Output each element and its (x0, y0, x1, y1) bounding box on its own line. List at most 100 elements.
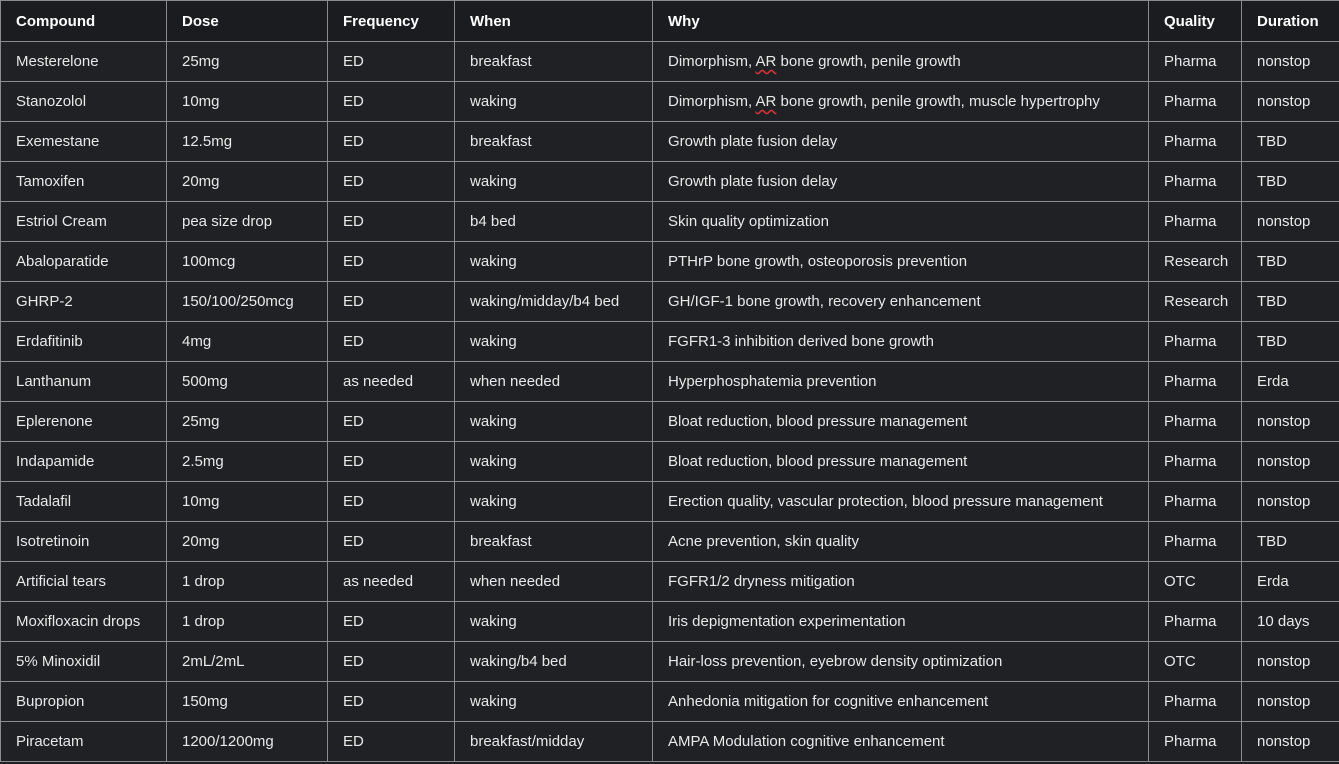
cell-when: when needed (454, 561, 653, 602)
cell-compound: 5% Minoxidil (0, 641, 167, 682)
cell-duration: TBD (1241, 521, 1339, 562)
cell-why: FGFR1-3 inhibition derived bone growth (652, 321, 1149, 362)
cell-dose: 10mg (166, 481, 328, 522)
cell-dose: 12.5mg (166, 121, 328, 162)
cell-duration: Erda (1241, 561, 1339, 602)
cell-frequency: ED (327, 641, 455, 682)
cell-compound: Tadalafil (0, 481, 167, 522)
cell-when: breakfast (454, 41, 653, 82)
cell-why: Growth plate fusion delay (652, 161, 1149, 202)
cell-duration: nonstop (1241, 681, 1339, 722)
cell-duration: TBD (1241, 321, 1339, 362)
cell-compound: Bupropion (0, 681, 167, 722)
cell-duration: nonstop (1241, 641, 1339, 682)
cell-compound: Estriol Cream (0, 201, 167, 242)
cell-quality: Pharma (1148, 601, 1242, 642)
cell-compound: Exemestane (0, 121, 167, 162)
cell-dose: 100mcg (166, 241, 328, 282)
cell-compound: Stanozolol (0, 81, 167, 122)
cell-dose: 20mg (166, 161, 328, 202)
cell-dose: 4mg (166, 321, 328, 362)
cell-quality: Research (1148, 241, 1242, 282)
cell-dose: 1 drop (166, 561, 328, 602)
cell-frequency: ED (327, 721, 455, 762)
cell-quality: Pharma (1148, 401, 1242, 442)
cell-compound: Tamoxifen (0, 161, 167, 202)
header-frequency: Frequency (327, 0, 455, 42)
cell-why: Hair-loss prevention, eyebrow density op… (652, 641, 1149, 682)
cell-dose: 500mg (166, 361, 328, 402)
cell-compound: Piracetam (0, 721, 167, 762)
cell-duration: nonstop (1241, 721, 1339, 762)
cell-duration: TBD (1241, 241, 1339, 282)
cell-dose: 2mL/2mL (166, 641, 328, 682)
cell-quality: Research (1148, 281, 1242, 322)
cell-compound: Moxifloxacin drops (0, 601, 167, 642)
cell-quality: OTC (1148, 561, 1242, 602)
cell-duration: TBD (1241, 281, 1339, 322)
cell-quality: Pharma (1148, 681, 1242, 722)
cell-quality: Pharma (1148, 481, 1242, 522)
cell-when: waking (454, 441, 653, 482)
cell-dose: 2.5mg (166, 441, 328, 482)
cell-why: AMPA Modulation cognitive enhancement (652, 721, 1149, 762)
cell-why: Iris depigmentation experimentation (652, 601, 1149, 642)
cell-when: waking (454, 601, 653, 642)
cell-frequency: ED (327, 401, 455, 442)
cell-frequency: ED (327, 681, 455, 722)
header-why: Why (652, 0, 1149, 42)
cell-why: FGFR1/2 dryness mitigation (652, 561, 1149, 602)
cell-frequency: ED (327, 321, 455, 362)
cell-when: waking (454, 481, 653, 522)
cell-when: when needed (454, 361, 653, 402)
cell-duration: 10 days (1241, 601, 1339, 642)
cell-why: Skin quality optimization (652, 201, 1149, 242)
cell-dose: 20mg (166, 521, 328, 562)
cell-frequency: ED (327, 521, 455, 562)
cell-quality: Pharma (1148, 201, 1242, 242)
cell-duration: nonstop (1241, 441, 1339, 482)
cell-quality: Pharma (1148, 161, 1242, 202)
cell-quality: Pharma (1148, 441, 1242, 482)
cell-when: waking (454, 401, 653, 442)
cell-when: breakfast (454, 521, 653, 562)
cell-why: Growth plate fusion delay (652, 121, 1149, 162)
cell-frequency: ED (327, 81, 455, 122)
cell-why: Bloat reduction, blood pressure manageme… (652, 401, 1149, 442)
cell-frequency: ED (327, 121, 455, 162)
cell-compound: Abaloparatide (0, 241, 167, 282)
header-quality: Quality (1148, 0, 1242, 42)
cell-duration: nonstop (1241, 201, 1339, 242)
cell-dose: pea size drop (166, 201, 328, 242)
cell-quality: Pharma (1148, 121, 1242, 162)
cell-why: Dimorphism, AR bone growth, penile growt… (652, 41, 1149, 82)
cell-frequency: ED (327, 201, 455, 242)
cell-quality: Pharma (1148, 361, 1242, 402)
cell-dose: 25mg (166, 41, 328, 82)
cell-duration: Erda (1241, 361, 1339, 402)
cell-frequency: ED (327, 241, 455, 282)
cell-why: PTHrP bone growth, osteoporosis preventi… (652, 241, 1149, 282)
header-compound: Compound (0, 0, 167, 42)
cell-compound: Eplerenone (0, 401, 167, 442)
cell-when: waking (454, 681, 653, 722)
cell-frequency: ED (327, 161, 455, 202)
cell-frequency: ED (327, 481, 455, 522)
cell-frequency: as needed (327, 561, 455, 602)
